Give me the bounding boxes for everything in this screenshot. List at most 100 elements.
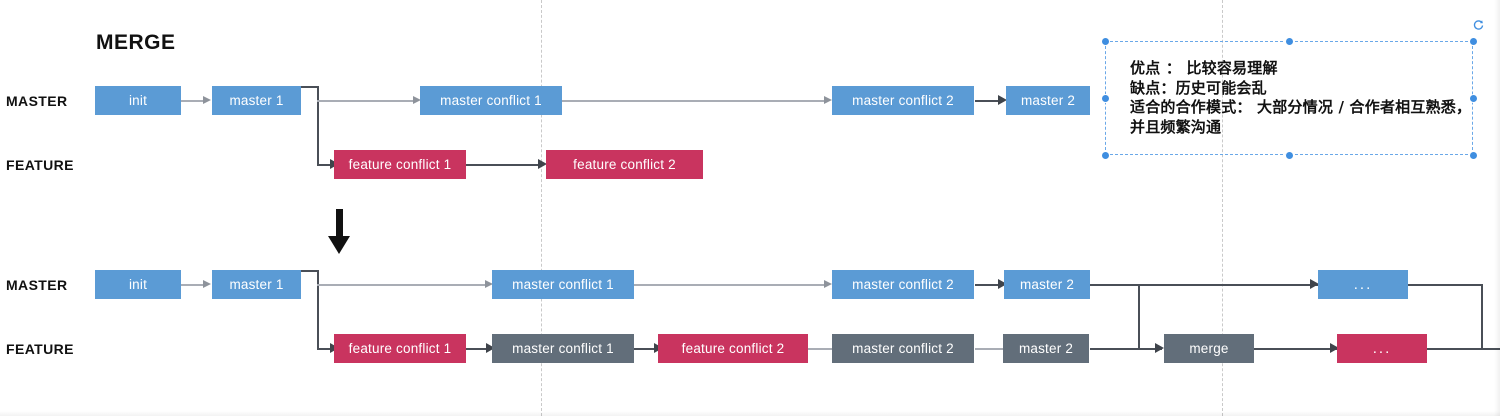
connector-top-mc1-mc2 bbox=[562, 100, 826, 102]
page-edge-right bbox=[1494, 0, 1500, 416]
connector-bot-mc1-fc2 bbox=[634, 348, 658, 350]
row-label-master-bottom: MASTER bbox=[6, 277, 68, 293]
rotate-handle-icon[interactable] bbox=[1472, 19, 1485, 32]
connector-bot-init-master1 bbox=[180, 284, 204, 286]
connector-bot-merge-ellipsis bbox=[1253, 348, 1337, 350]
node-bot-feature-5[interactable]: merge bbox=[1164, 334, 1254, 363]
alignment-guide-right bbox=[1222, 0, 1223, 416]
connector-bot-master2-ellipsis bbox=[1090, 284, 1318, 286]
resize-handle-sw[interactable] bbox=[1100, 150, 1110, 160]
node-label: feature conflict 1 bbox=[348, 156, 452, 172]
node-label: feature conflict 2 bbox=[573, 156, 676, 172]
node-top-master-2[interactable]: master conflict 1 bbox=[420, 86, 562, 115]
node-top-feature-1[interactable]: feature conflict 2 bbox=[546, 150, 703, 179]
resize-handle-e[interactable] bbox=[1468, 93, 1478, 103]
annotation-textbox[interactable]: 优点 ： 比较容易理解 缺点：历史可能会乱 适合的合作模式： 大部分情况 / 合… bbox=[1105, 41, 1473, 155]
node-label: ... bbox=[1372, 340, 1392, 357]
connector-bot-master2-down bbox=[1138, 284, 1140, 348]
arrowhead-icon bbox=[203, 279, 211, 288]
node-label: master 2 bbox=[1019, 276, 1075, 292]
alignment-guide-left bbox=[541, 0, 542, 416]
node-label: ... bbox=[1353, 276, 1373, 293]
annotation-text[interactable]: 优点 ： 比较容易理解 缺点：历史可能会乱 适合的合作模式： 大部分情况 / 合… bbox=[1130, 59, 1472, 136]
node-bot-feature-2[interactable]: feature conflict 2 bbox=[658, 334, 808, 363]
connector-bot-fc2-mc2 bbox=[808, 348, 832, 350]
arrowhead-icon bbox=[1310, 279, 1319, 289]
row-label-master-top: MASTER bbox=[6, 93, 68, 109]
connector-top-master1-branch bbox=[300, 86, 318, 88]
node-label: init bbox=[128, 276, 148, 292]
node-label: master 1 bbox=[229, 276, 284, 292]
connector-top-master1-mc1 bbox=[317, 100, 415, 102]
node-top-master-1[interactable]: master 1 bbox=[212, 86, 301, 115]
connector-bot-ellipsis-right bbox=[1407, 284, 1483, 286]
page-title: MERGE bbox=[96, 31, 176, 54]
node-top-master-3[interactable]: master conflict 2 bbox=[832, 86, 974, 115]
resize-handle-s[interactable] bbox=[1284, 150, 1294, 160]
node-label: master 2 bbox=[1018, 340, 1074, 356]
node-top-master-0[interactable]: init bbox=[95, 86, 181, 115]
node-label: feature conflict 2 bbox=[681, 340, 785, 356]
node-bot-feature-3[interactable]: master conflict 2 bbox=[832, 334, 974, 363]
connector-bot-branch-to-feature1 bbox=[317, 348, 333, 350]
arrowhead-icon bbox=[1155, 343, 1164, 353]
down-arrow-icon bbox=[328, 209, 351, 255]
node-bot-master-5[interactable]: ... bbox=[1318, 270, 1408, 299]
resize-handle-n[interactable] bbox=[1284, 36, 1294, 46]
row-label-feature-top: FEATURE bbox=[6, 157, 74, 173]
node-top-master-4[interactable]: master 2 bbox=[1006, 86, 1090, 115]
arrowhead-icon bbox=[486, 343, 495, 353]
arrowhead-icon bbox=[203, 95, 211, 104]
arrowhead-icon bbox=[998, 279, 1007, 289]
node-label: master conflict 2 bbox=[852, 92, 954, 108]
row-label-feature-bottom: FEATURE bbox=[6, 341, 74, 357]
arrowhead-icon bbox=[824, 95, 832, 104]
arrowhead-icon bbox=[485, 279, 493, 288]
node-bot-master-0[interactable]: init bbox=[95, 270, 181, 299]
connector-bot-mc2-master2 bbox=[975, 284, 1001, 286]
arrowhead-icon bbox=[824, 279, 832, 288]
node-top-feature-0[interactable]: feature conflict 1 bbox=[334, 150, 466, 179]
node-label: feature conflict 1 bbox=[348, 340, 452, 356]
node-bot-master-1[interactable]: master 1 bbox=[212, 270, 301, 299]
node-label: master conflict 2 bbox=[852, 276, 954, 292]
node-bot-master-2[interactable]: master conflict 1 bbox=[492, 270, 634, 299]
connector-bot-branch-vertical bbox=[317, 270, 319, 348]
connector-top-fc1-fc2 bbox=[466, 164, 541, 166]
node-bot-feature-6[interactable]: ... bbox=[1337, 334, 1427, 363]
connector-bot-fc1-mc1 bbox=[466, 348, 490, 350]
arrowhead-icon bbox=[1330, 343, 1339, 353]
node-label: merge bbox=[1189, 340, 1229, 356]
connector-bot-right-down bbox=[1481, 284, 1483, 348]
connector-bot-ellipsis-feature-right bbox=[1427, 348, 1500, 350]
connector-bot-master1-branch bbox=[300, 270, 318, 272]
node-bot-feature-4[interactable]: master 2 bbox=[1003, 334, 1089, 363]
node-label: master conflict 2 bbox=[852, 340, 954, 356]
resize-handle-nw[interactable] bbox=[1100, 36, 1110, 46]
connector-bot-master1-mc1 bbox=[317, 284, 487, 286]
connector-top-init-master1 bbox=[180, 100, 204, 102]
connector-top-mc2-master2 bbox=[975, 100, 1001, 102]
arrowhead-icon bbox=[413, 95, 421, 104]
node-bot-feature-1[interactable]: master conflict 1 bbox=[492, 334, 634, 363]
node-label: master conflict 1 bbox=[440, 92, 542, 108]
resize-handle-w[interactable] bbox=[1100, 93, 1110, 103]
connector-bot-master2f-merge bbox=[1090, 348, 1162, 350]
connector-top-branch-vertical bbox=[317, 86, 319, 164]
connector-top-branch-to-feature1 bbox=[317, 164, 333, 166]
resize-handle-ne[interactable] bbox=[1468, 36, 1478, 46]
node-label: init bbox=[128, 92, 148, 108]
arrowhead-icon bbox=[538, 159, 547, 169]
page-edge-bottom bbox=[0, 411, 1500, 416]
connector-bot-mc2f-master2f bbox=[975, 348, 1003, 350]
node-bot-master-3[interactable]: master conflict 2 bbox=[832, 270, 974, 299]
node-label: master conflict 1 bbox=[512, 340, 614, 356]
connector-bot-mc1-mc2 bbox=[634, 284, 826, 286]
node-label: master conflict 1 bbox=[512, 276, 614, 292]
node-label: master 2 bbox=[1020, 92, 1076, 108]
node-label: master 1 bbox=[229, 92, 284, 108]
node-bot-master-4[interactable]: master 2 bbox=[1004, 270, 1090, 299]
resize-handle-se[interactable] bbox=[1468, 150, 1478, 160]
node-bot-feature-0[interactable]: feature conflict 1 bbox=[334, 334, 466, 363]
arrowhead-icon bbox=[998, 95, 1007, 105]
